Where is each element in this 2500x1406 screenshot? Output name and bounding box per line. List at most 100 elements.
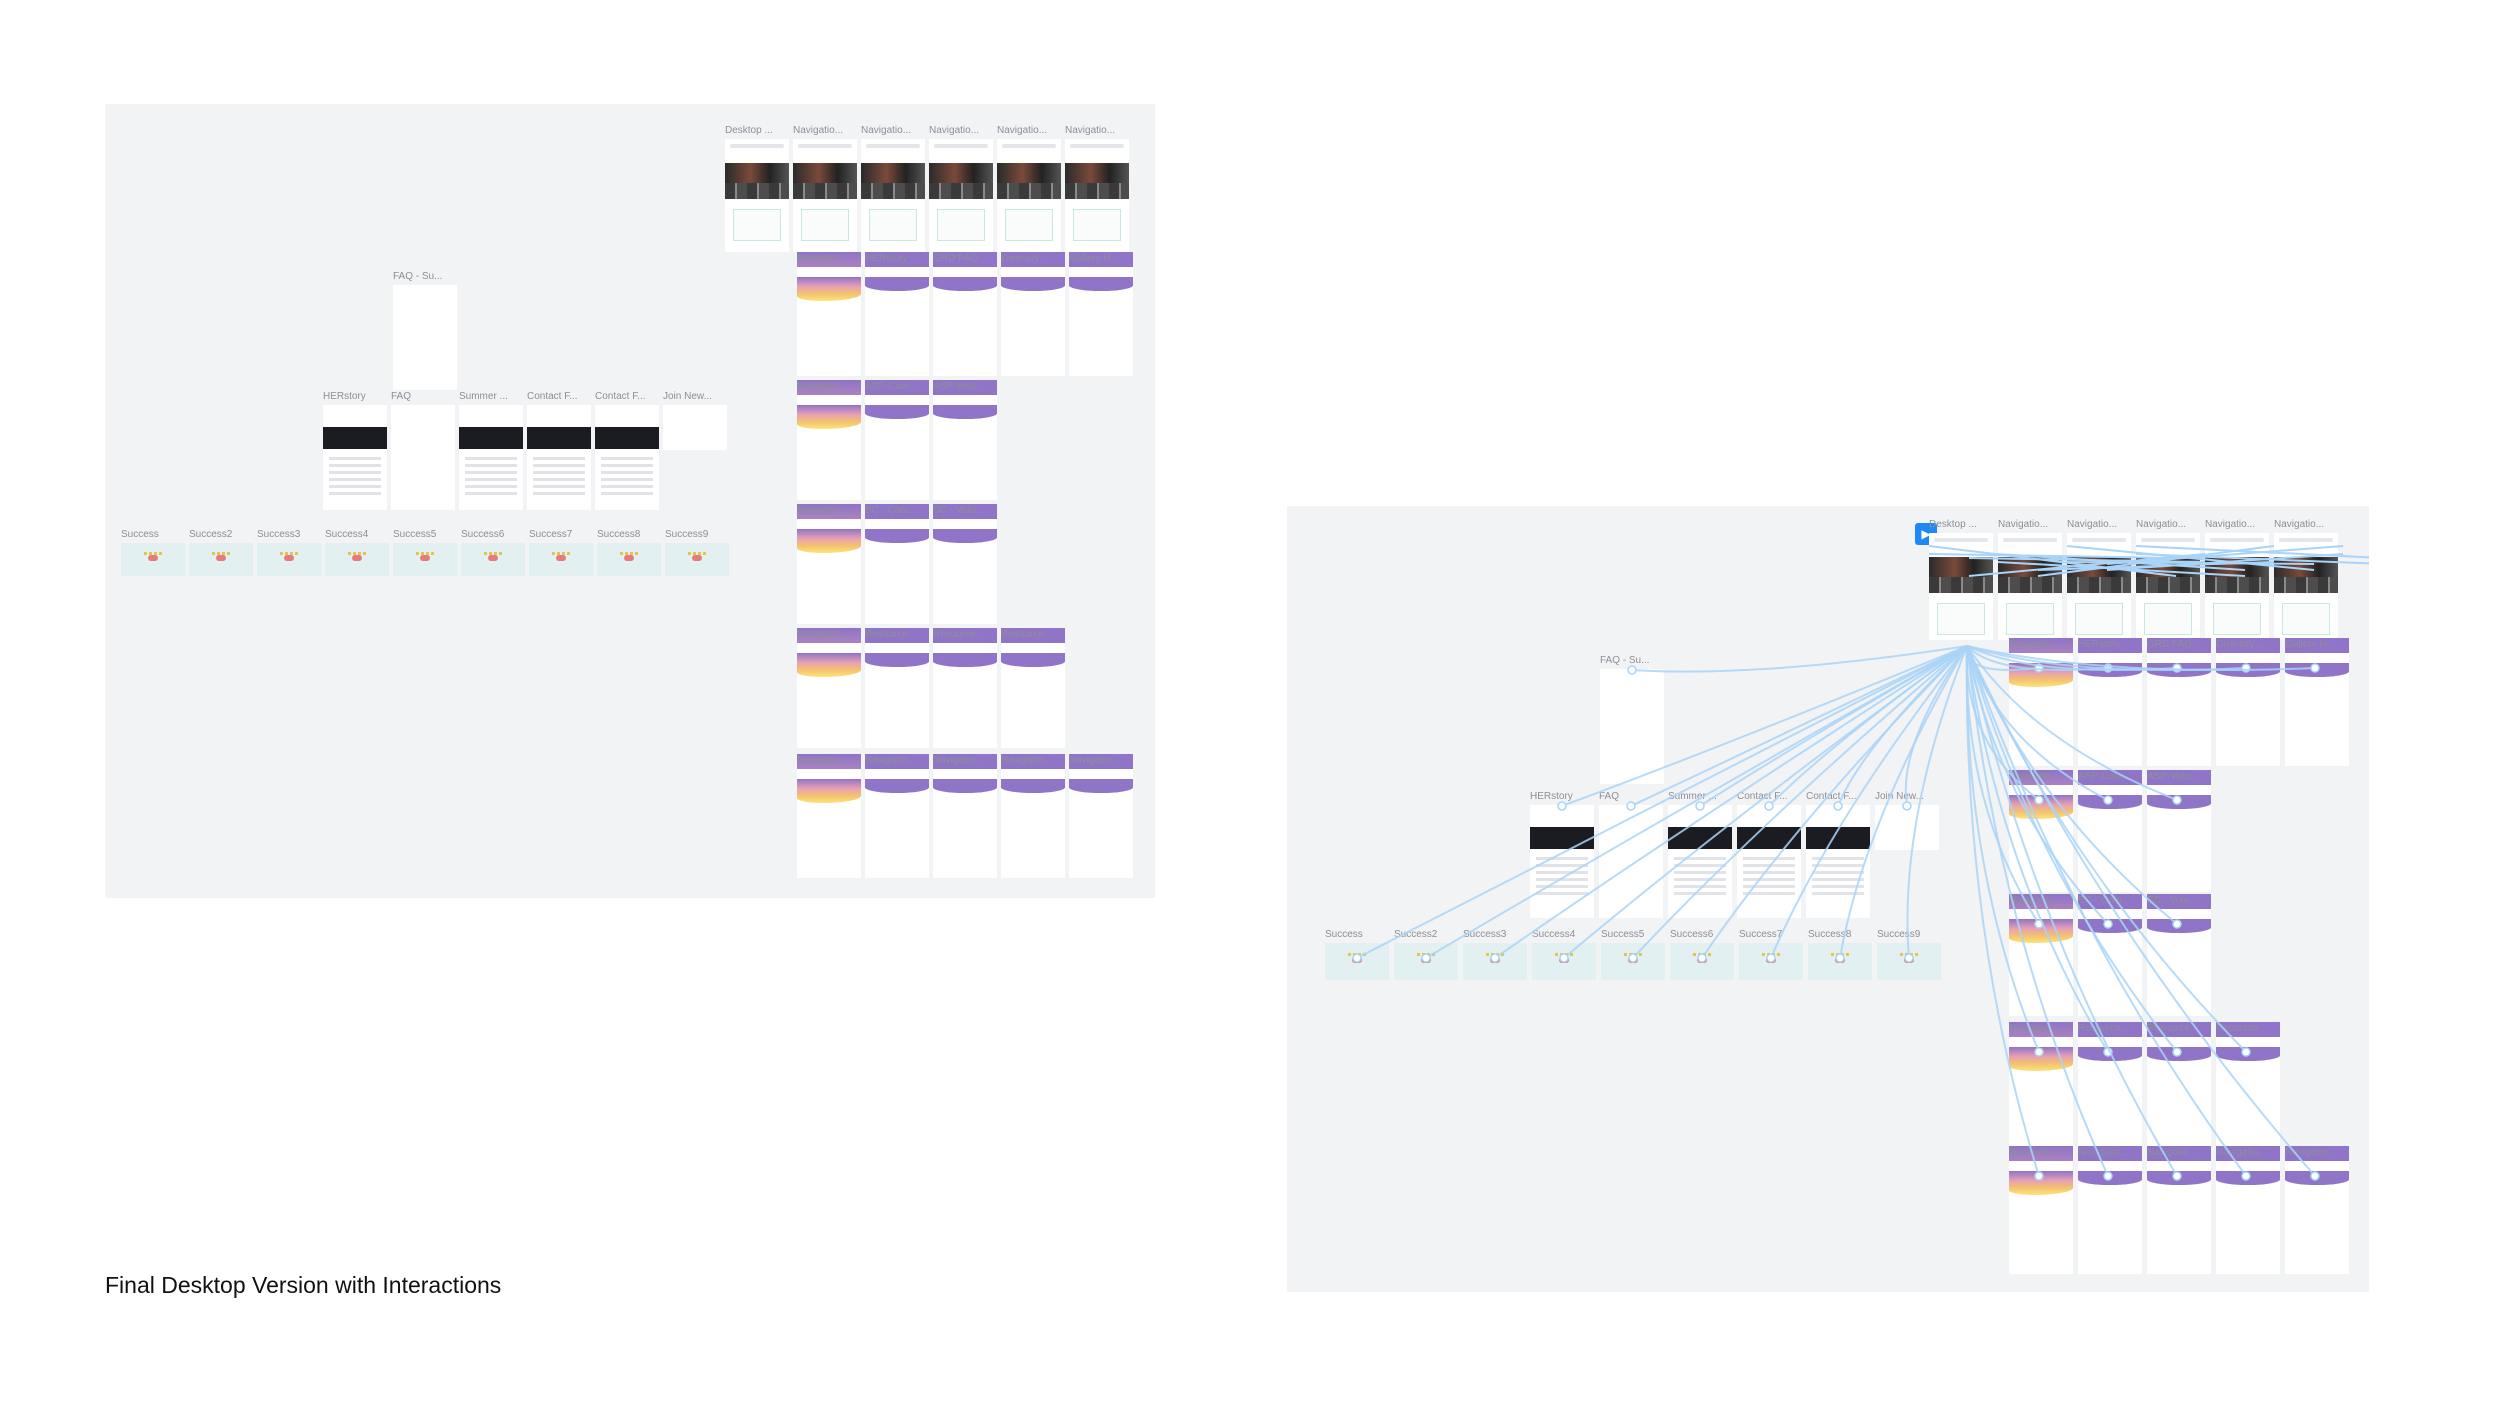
frame-success-6[interactable]: Success7 bbox=[1739, 928, 1803, 980]
frame-row3-1[interactable]: ASP-Cam... bbox=[865, 380, 929, 500]
frame-row6-2[interactable]: Navigatio... bbox=[2147, 1146, 2211, 1274]
frame-row1-3[interactable]: Navigatio... bbox=[929, 124, 993, 252]
frame-row4-1[interactable]: SC - Cam... bbox=[2078, 894, 2142, 1016]
frame-row6-1[interactable]: Navigatio... bbox=[2078, 1146, 2142, 1274]
frame-row1-4[interactable]: Navigatio... bbox=[2205, 518, 2269, 640]
frame-page-4[interactable]: Contact F... bbox=[595, 390, 659, 510]
frame-row5-3[interactable]: Resource... bbox=[1001, 628, 1065, 748]
frame-row1-0[interactable]: Desktop ... bbox=[1929, 518, 1993, 640]
frame-success-6[interactable]: Success7 bbox=[529, 528, 593, 576]
frame-page-0[interactable]: HERstory bbox=[1530, 790, 1594, 918]
frame-row5-2[interactable]: Resource... bbox=[2147, 1022, 2211, 1146]
frame-success-3[interactable]: Success4 bbox=[1532, 928, 1596, 980]
interaction-link[interactable] bbox=[1904, 645, 1968, 807]
frame-row3-2[interactable]: ASP-Volu... bbox=[2147, 770, 2211, 892]
frame-page-1[interactable]: FAQ bbox=[1599, 790, 1663, 918]
frame-row6-4[interactable]: Navigatio... bbox=[1069, 754, 1133, 878]
frame-row6-0[interactable]: Navigatio... bbox=[797, 754, 861, 878]
frame-row6-2[interactable]: Navigatio... bbox=[933, 754, 997, 878]
frame-success-8[interactable]: Success9 bbox=[665, 528, 729, 576]
frame-success-0[interactable]: Success bbox=[1325, 928, 1389, 980]
frame-page-5[interactable]: Join New... bbox=[1875, 790, 1939, 850]
success-thumbnail bbox=[1670, 943, 1734, 980]
frame-row2-1[interactable]: HERstory bbox=[2078, 638, 2142, 766]
frame-success-7[interactable]: Success8 bbox=[597, 528, 661, 576]
frame-row6-3[interactable]: Navigatio... bbox=[1001, 754, 1065, 878]
frame-success-8[interactable]: Success9 bbox=[1877, 928, 1941, 980]
frame-row2-2[interactable]: GRD FAQ ... bbox=[2147, 638, 2211, 766]
frame-row2-0[interactable]: Navigatio... bbox=[797, 252, 861, 376]
frame-row2-1[interactable]: HERstory ... bbox=[865, 252, 929, 376]
frame-row6-4[interactable]: Navigatio... bbox=[2285, 1146, 2349, 1274]
interaction-link[interactable] bbox=[1837, 645, 1968, 807]
frame-success-5[interactable]: Success6 bbox=[461, 528, 525, 576]
frame-row5-1[interactable]: Resource... bbox=[2078, 1022, 2142, 1146]
frame-row3-0[interactable]: Navigatio... bbox=[797, 380, 861, 500]
frame-label: Resource... bbox=[2147, 1023, 2199, 1034]
frame-thumbnail bbox=[1069, 769, 1133, 878]
frame-success-2[interactable]: Success3 bbox=[1463, 928, 1527, 980]
frame-row4-1[interactable]: SC - Cam... bbox=[865, 504, 929, 624]
frame-row5-2[interactable]: Resource... bbox=[933, 628, 997, 748]
frame-row6-1[interactable]: Navigatio... bbox=[865, 754, 929, 878]
frame-success-1[interactable]: Success2 bbox=[189, 528, 253, 576]
frame-row5-0[interactable]: Navigatio... bbox=[2009, 1022, 2073, 1146]
frame-row2-0[interactable]: Navigatio... bbox=[2009, 638, 2073, 766]
frame-row1-1[interactable]: Navigatio... bbox=[1998, 518, 2062, 640]
frame-page-3[interactable]: Contact F... bbox=[1737, 790, 1801, 918]
frame-page-3[interactable]: Contact F... bbox=[527, 390, 591, 510]
prototype-canvas-static[interactable]: Desktop ...Navigatio...Navigatio...Navig… bbox=[105, 104, 1155, 898]
frame-row3-2[interactable]: ASP-Volu... bbox=[933, 380, 997, 500]
frame-row1-2[interactable]: Navigatio... bbox=[2067, 518, 2131, 640]
prototype-canvas-interactions[interactable]: ▶ Desktop ...Navigatio...Navigatio...Nav… bbox=[1287, 506, 2369, 1292]
frame-success-7[interactable]: Success8 bbox=[1808, 928, 1872, 980]
frame-success-2[interactable]: Success3 bbox=[257, 528, 321, 576]
frame-page-0[interactable]: HERstory bbox=[323, 390, 387, 510]
frame-success-4[interactable]: Success5 bbox=[393, 528, 457, 576]
frame-row6-3[interactable]: Navigatio... bbox=[2216, 1146, 2280, 1274]
frame-row3-1[interactable]: ASP-Cam... bbox=[2078, 770, 2142, 892]
frame-row4-2[interactable]: SC - Volu... bbox=[2147, 894, 2211, 1016]
frame-row6-0[interactable]: Navigatio... bbox=[2009, 1146, 2073, 1274]
frame-faq-summary[interactable]: FAQ - Su... bbox=[1600, 654, 1664, 784]
frame-page-5[interactable]: Join New... bbox=[663, 390, 727, 450]
frame-label: Navigatio... bbox=[2009, 1147, 2060, 1158]
frame-success-1[interactable]: Success2 bbox=[1394, 928, 1458, 980]
frame-row5-0[interactable]: Navigatio... bbox=[797, 628, 861, 748]
frame-row1-4[interactable]: Navigatio... bbox=[997, 124, 1061, 252]
frame-row2-2[interactable]: GRD FAQ ... bbox=[933, 252, 997, 376]
frame-page-2[interactable]: Summer ... bbox=[1668, 790, 1732, 918]
interaction-link[interactable] bbox=[1631, 645, 1968, 673]
frame-row4-0[interactable]: Navigatio... bbox=[797, 504, 861, 624]
frame-success-0[interactable]: Success bbox=[121, 528, 185, 576]
frame-row1-5[interactable]: Navigatio... bbox=[2274, 518, 2338, 640]
frame-row1-5[interactable]: Navigatio... bbox=[1065, 124, 1129, 252]
frame-page-1[interactable]: FAQ bbox=[391, 390, 455, 510]
frame-row2-3[interactable]: Diversity ... bbox=[1001, 252, 1065, 376]
interaction-link[interactable] bbox=[1699, 645, 1968, 807]
frame-row4-0[interactable]: Navigatio... bbox=[2009, 894, 2073, 1016]
frame-label: Contact F... bbox=[595, 391, 646, 402]
interaction-link[interactable] bbox=[1630, 645, 1968, 807]
frame-row1-2[interactable]: Navigatio... bbox=[861, 124, 925, 252]
frame-row1-1[interactable]: Navigatio... bbox=[793, 124, 857, 252]
frame-success-4[interactable]: Success5 bbox=[1601, 928, 1665, 980]
frame-row3-0[interactable]: Navigatio... bbox=[2009, 770, 2073, 892]
frame-row4-2[interactable]: SC - Volu... bbox=[933, 504, 997, 624]
frame-row1-0[interactable]: Desktop ... bbox=[725, 124, 789, 252]
purple-wave-header bbox=[1001, 277, 1065, 291]
frame-success-5[interactable]: Success6 bbox=[1670, 928, 1734, 980]
frame-row5-3[interactable]: Resource... bbox=[2216, 1022, 2280, 1146]
frame-row2-4[interactable]: Gallery H... bbox=[1069, 252, 1133, 376]
frame-row1-3[interactable]: Navigatio... bbox=[2136, 518, 2200, 640]
frame-row2-3[interactable]: Diversity ... bbox=[2216, 638, 2280, 766]
frame-success-3[interactable]: Success4 bbox=[325, 528, 389, 576]
interaction-link[interactable] bbox=[1768, 645, 1968, 807]
frame-row5-1[interactable]: Resource... bbox=[865, 628, 929, 748]
frame-faq-summary[interactable]: FAQ - Su... bbox=[393, 270, 457, 390]
frame-row2-4[interactable]: Gallery H... bbox=[2285, 638, 2349, 766]
text-line bbox=[1536, 857, 1588, 860]
frame-page-4[interactable]: Contact F... bbox=[1806, 790, 1870, 918]
frame-thumbnail bbox=[1001, 769, 1065, 878]
frame-page-2[interactable]: Summer ... bbox=[459, 390, 523, 510]
